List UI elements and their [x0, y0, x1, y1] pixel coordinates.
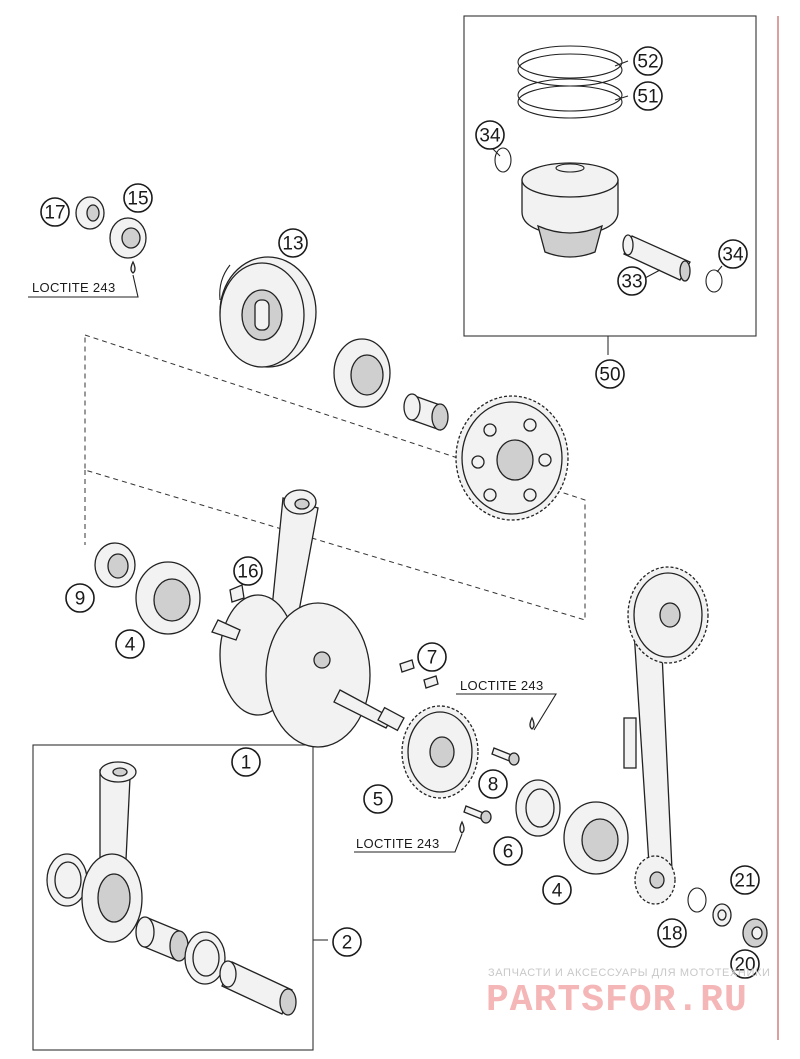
watermark-subtitle: ЗАПЧАСТИ И АКСЕССУАРЫ ДЛЯ МОТОТЕХНИКИ — [488, 967, 770, 979]
main-bearing-left — [135, 561, 201, 635]
callout-number: 51 — [637, 87, 658, 108]
loctite-drop-upper — [529, 716, 535, 730]
crankshaft — [211, 489, 405, 748]
piston — [521, 162, 619, 258]
callout-7: 15 — [123, 183, 153, 213]
needle-bearing-lower — [135, 916, 189, 962]
callout-number: 17 — [44, 203, 65, 224]
callout-6: 17 — [40, 197, 70, 227]
watermark-brand: PARTSFOR.RU — [486, 979, 748, 1022]
callout-number: 34 — [722, 245, 744, 266]
circlip-left — [494, 147, 512, 173]
callout-21: 20 — [730, 949, 760, 979]
callout-number: 15 — [127, 189, 148, 210]
loctite-label-middle: LOCTITE 243 — [460, 678, 544, 693]
conrod — [81, 761, 143, 943]
sprocket-nut — [742, 918, 768, 948]
piston-ring-second — [517, 78, 623, 119]
crank-pin — [219, 960, 297, 1016]
loctite-label-top: LOCTITE 243 — [32, 280, 116, 295]
callout-number: 5 — [373, 790, 384, 811]
assembly-outline — [84, 334, 586, 621]
callout-number: 50 — [599, 365, 620, 386]
callout-20: 18 — [657, 918, 687, 948]
callout-2: 34 — [475, 120, 505, 150]
callout-number: 1 — [241, 753, 252, 774]
flywheel — [219, 256, 317, 368]
callout-3: 34 — [718, 239, 748, 269]
callout-11: 4 — [115, 629, 145, 659]
screw-lower — [463, 805, 492, 824]
conrod-kit-washer-bottom — [184, 931, 226, 985]
woodruff-key — [229, 584, 245, 603]
callout-9: 16 — [233, 556, 263, 586]
timing-chain — [623, 566, 709, 905]
callout-number: 9 — [75, 589, 86, 610]
callout-number: 2 — [342, 933, 353, 954]
needle-bearing-upper — [403, 393, 449, 431]
callout-number: 21 — [734, 871, 755, 892]
callout-8: 13 — [278, 228, 308, 258]
piston-ring-top — [517, 45, 623, 87]
callout-14: 5 — [363, 784, 393, 814]
main-bearing-right — [563, 801, 629, 875]
callout-15: 8 — [478, 769, 508, 799]
callout-17: 4 — [542, 875, 572, 905]
piston-kit-frame — [463, 15, 757, 337]
callout-4: 33 — [617, 266, 647, 296]
small-bearing — [75, 196, 105, 230]
callout-number: 13 — [282, 234, 303, 255]
loctite-label-bottom: LOCTITE 243 — [356, 836, 440, 851]
key-upper — [399, 659, 415, 673]
callout-number: 7 — [427, 648, 438, 669]
primary-gear — [401, 705, 479, 799]
callout-5: 50 — [595, 359, 625, 389]
callout-number: 33 — [621, 272, 642, 293]
callout-number: 8 — [488, 775, 499, 796]
callout-12: 7 — [417, 642, 447, 672]
callout-1: 51 — [633, 81, 663, 111]
loctite-drop-lower — [459, 820, 465, 834]
callout-number: 4 — [552, 881, 563, 902]
freewheel — [333, 338, 391, 408]
piston-pin — [622, 234, 691, 282]
loctite-labels: LOCTITE 243 LOCTITE 243 LOCTITE 243 — [32, 280, 544, 851]
nut — [109, 217, 147, 259]
callout-13: 1 — [231, 747, 261, 777]
conrod-kit-frame — [32, 744, 314, 1051]
callout-10: 9 — [65, 583, 95, 613]
callout-number: 4 — [125, 635, 136, 656]
small-washer — [712, 903, 732, 927]
callout-number: 16 — [237, 562, 258, 583]
shaft-seal — [94, 542, 136, 588]
thrust-washer — [515, 779, 561, 837]
callout-0: 52 — [633, 46, 663, 76]
callout-16: 6 — [493, 836, 523, 866]
callout-number: 52 — [637, 52, 658, 73]
callout-19: 21 — [730, 865, 760, 895]
callout-number: 20 — [734, 955, 755, 976]
circlip-right — [705, 269, 723, 293]
loctite-drop-top — [130, 260, 136, 274]
callout-number: 34 — [479, 126, 501, 147]
conrod-kit-washer-top — [46, 853, 88, 907]
key-lower — [423, 675, 439, 689]
callout-number: 18 — [661, 924, 682, 945]
callout-18: 2 — [332, 927, 362, 957]
starter-gear — [455, 395, 569, 521]
screw-upper — [491, 747, 520, 766]
callout-number: 6 — [503, 842, 514, 863]
snap-ring — [687, 887, 707, 913]
